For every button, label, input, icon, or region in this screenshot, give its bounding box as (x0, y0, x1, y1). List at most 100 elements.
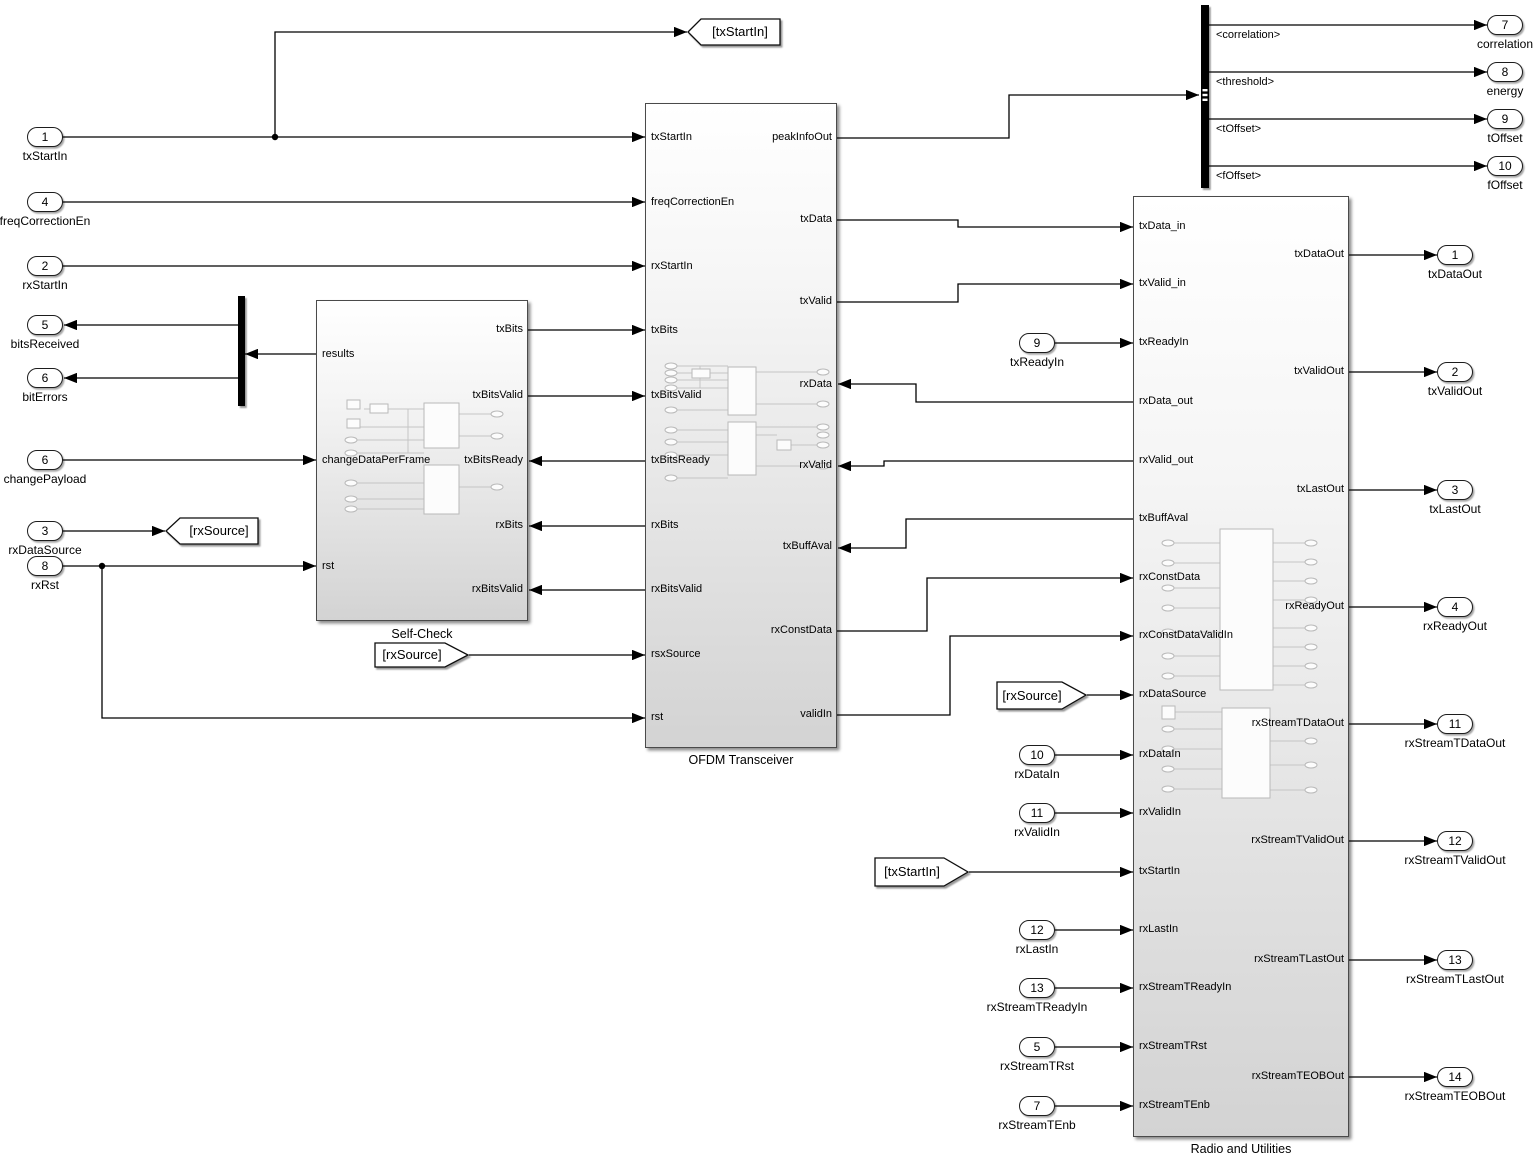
bus-selector-glyph (1202, 89, 1208, 92)
inport-rxValidIn-label: rxValidIn (1014, 825, 1060, 839)
inport-rxStreamTEnb[interactable]: 7 (1019, 1096, 1055, 1116)
outport-txDataOut[interactable]: 1 (1437, 245, 1473, 265)
radio-port-txValidOut: txValidOut (1294, 365, 1344, 377)
radio-port-rxDataIn: rxDataIn (1139, 748, 1181, 760)
wire-txValid (837, 278, 1133, 303)
outport-rxReadyOut[interactable]: 4 (1437, 597, 1473, 617)
outport-txLastOut[interactable]: 3 (1437, 480, 1473, 500)
ofdm-port-rxBits: rxBits (651, 519, 679, 531)
outport-energy[interactable]: 8 (1487, 62, 1523, 82)
inport-rxValidIn[interactable]: 11 (1019, 803, 1055, 823)
ofdm-port-txBitsValid: txBitsValid (651, 389, 702, 401)
self-check-port-rxBitsValid: rxBitsValid (471, 583, 523, 595)
outport-correlation-label: correlation (1476, 37, 1534, 51)
outport-bitsReceived[interactable]: 5 (27, 315, 63, 335)
inport-txReadyIn-label: txReadyIn (1009, 355, 1065, 369)
outport-fOffset-label: fOffset (1487, 178, 1523, 192)
ofdm-port-freqCorrectionEn: freqCorrectionEn (651, 196, 735, 208)
demux-bar[interactable] (238, 296, 245, 406)
wire-txStartIn-to-goto (274, 26, 687, 137)
outport-bitErrors[interactable]: 6 (27, 368, 63, 388)
wire-txBuffAval (838, 518, 1133, 554)
outport-txValidOut[interactable]: 2 (1437, 362, 1473, 382)
inport-rxRst-label: rxRst (31, 578, 59, 592)
outport-correlation[interactable]: 7 (1487, 15, 1523, 35)
inport-freqCorrectionEn[interactable]: 4 (27, 192, 63, 212)
ofdm-port-txData: txData (800, 213, 832, 225)
wire-rxData (838, 378, 1133, 403)
radio-port-rxStreamTEnb: rxStreamTEnb (1139, 1099, 1210, 1111)
inport-rxStartIn-label: rxStartIn (22, 278, 68, 292)
radio-port-rxValidIn: rxValidIn (1139, 806, 1181, 818)
outport-rxStreamTDataOut-label: rxStreamTDataOut (1404, 736, 1506, 750)
inport-rxLastIn[interactable]: 12 (1019, 920, 1055, 940)
outport-rxStreamTEOBOut-label: rxStreamTEOBOut (1404, 1089, 1506, 1103)
radio-port-rxReadyOut: rxReadyOut (1285, 600, 1344, 612)
inport-rxDataSource[interactable]: 3 (27, 521, 63, 541)
radio-port-rxStreamTDataOut: rxStreamTDataOut (1251, 717, 1344, 729)
wire-peakInfoOut (837, 89, 1199, 139)
bus-signal-threshold: <threshold> (1216, 76, 1275, 88)
inport-txStartIn[interactable]: 1 (27, 127, 63, 147)
inport-rxStreamTRst-label: rxStreamTRst (999, 1059, 1074, 1073)
radio-port-txStartIn: txStartIn (1139, 865, 1180, 877)
self-check-port-rst: rst (322, 560, 335, 572)
radio-port-rxLastIn: rxLastIn (1139, 923, 1179, 935)
from-tag-rxSource-selfcheck-label: [rxSource] (382, 647, 442, 662)
bus-selector-bar[interactable] (1201, 5, 1209, 188)
ofdm-port-rxConstData: rxConstData (770, 624, 832, 636)
ofdm-port-rst: rst (651, 711, 664, 723)
radio-port-txValid_in: txValid_in (1139, 277, 1186, 289)
branch-dot-txStartIn (271, 133, 279, 141)
inport-changePayload[interactable]: 6 (27, 450, 63, 470)
from-tag-txStartIn-label: [txStartIn] (884, 864, 940, 879)
inport-rxDataSource-label: rxDataSource (8, 543, 82, 557)
radio-port-rxStreamTRst: rxStreamTRst (1139, 1040, 1207, 1052)
branch-dot-rxRst (98, 562, 106, 570)
outport-txLastOut-label: txLastOut (1429, 502, 1481, 516)
radio-port-txDataOut: txDataOut (1294, 248, 1344, 260)
from-tag-rxSource-radio-label: [rxSource] (1002, 688, 1062, 703)
inport-rxRst[interactable]: 8 (27, 556, 63, 576)
outport-rxStreamTDataOut[interactable]: 11 (1437, 714, 1473, 734)
self-check-port-txBitsReady: txBitsReady (464, 454, 523, 466)
self-check-port-txBits: txBits (496, 323, 523, 335)
outport-energy-label: energy (1486, 84, 1524, 98)
bus-signal-fOffset: <fOffset> (1216, 170, 1262, 182)
outport-rxStreamTLastOut[interactable]: 13 (1437, 950, 1473, 970)
radio-port-rxStreamTEOBOut: rxStreamTEOBOut (1251, 1070, 1344, 1082)
outport-rxReadyOut-label: rxReadyOut (1422, 619, 1488, 633)
outport-fOffset[interactable]: 10 (1487, 156, 1523, 176)
outport-rxStreamTValidOut[interactable]: 12 (1437, 831, 1473, 851)
inport-rxStartIn[interactable]: 2 (27, 256, 63, 276)
inport-freqCorrectionEn-label: freqCorrectionEn (0, 214, 91, 228)
ofdm-port-peakInfoOut: peakInfoOut (772, 131, 832, 143)
inport-txReadyIn[interactable]: 9 (1019, 333, 1055, 353)
inport-rxDataIn[interactable]: 10 (1019, 745, 1055, 765)
radio-port-rxStreamTLastOut: rxStreamTLastOut (1254, 953, 1344, 965)
ofdm-port-validIn: validIn (800, 708, 832, 720)
inport-rxStreamTReadyIn[interactable]: 13 (1019, 978, 1055, 998)
self-check-title: Self-Check (391, 627, 453, 641)
radio-port-txBuffAval: txBuffAval (1139, 512, 1189, 524)
self-check-port-changeDataPerFrame: changeDataPerFrame (322, 454, 431, 466)
self-check-port-results: results (322, 348, 355, 360)
inport-rxStreamTEnb-label: rxStreamTEnb (998, 1118, 1076, 1132)
outport-rxStreamTEOBOut[interactable]: 14 (1437, 1067, 1473, 1087)
goto-tag-txStartIn-label: [txStartIn] (712, 24, 768, 39)
wire-txData (837, 219, 1133, 233)
inport-rxStreamTRst[interactable]: 5 (1019, 1037, 1055, 1057)
radio-port-rxDataSource: rxDataSource (1139, 688, 1207, 700)
outport-tOffset[interactable]: 9 (1487, 109, 1523, 129)
ofdm-port-rsxSource: rsxSource (651, 648, 701, 660)
wire-rxValid (838, 460, 1133, 472)
ofdm-port-rxData: rxData (799, 378, 832, 390)
outport-bitErrors-label: bitErrors (22, 390, 68, 404)
outport-txDataOut-label: txDataOut (1427, 267, 1483, 281)
self-check-port-txBitsValid: txBitsValid (472, 389, 523, 401)
ofdm-port-txValid: txValid (799, 295, 832, 307)
bus-signal-correlation: <correlation> (1216, 29, 1281, 41)
bus-signal-tOffset: <tOffset> (1216, 123, 1262, 135)
radio-port-txData_in: txData_in (1139, 220, 1186, 232)
